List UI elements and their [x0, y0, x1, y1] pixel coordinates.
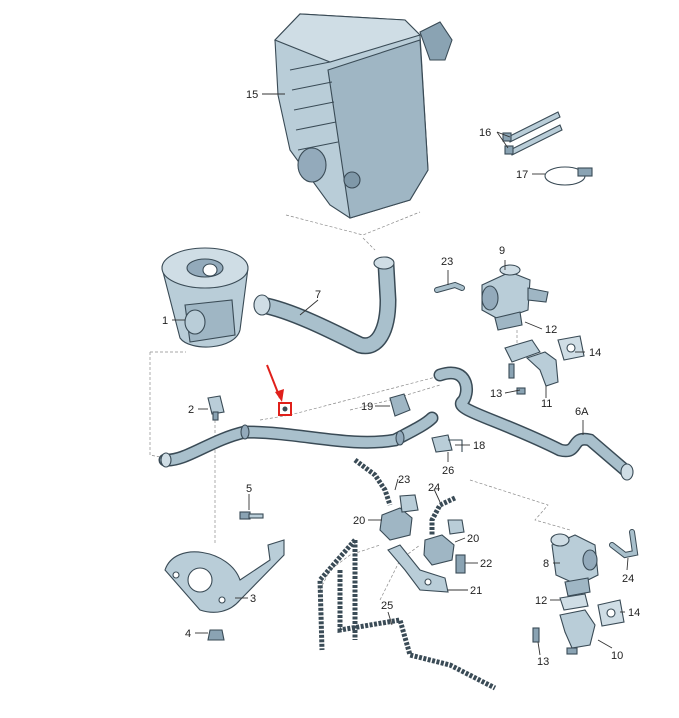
callout-1: 1 — [162, 315, 168, 327]
callout-9: 9 — [499, 245, 505, 257]
callout-19: 19 — [361, 401, 373, 413]
small-vacuum-hose-top-icon — [434, 281, 465, 293]
callout-23-mid: 23 — [398, 474, 410, 486]
secondary-air-hose-icon — [158, 411, 439, 468]
callout-3: 3 — [250, 593, 256, 605]
red-arrow-icon — [266, 364, 284, 402]
vacuum-line-icon — [317, 538, 497, 691]
callout-4: 4 — [185, 628, 191, 640]
callout-14-lower: 14 — [628, 607, 640, 619]
callout-13-lower: 13 — [537, 656, 549, 668]
callout-21: 21 — [470, 585, 482, 597]
callout-12-lower: 12 — [535, 595, 547, 607]
callout-6A: 6A — [575, 406, 589, 418]
air-filter-housing-icon — [274, 13, 453, 219]
valve-bracket-icon — [387, 544, 466, 593]
secondary-air-pump-icon — [161, 247, 249, 348]
connector-bracket-icon — [389, 393, 463, 453]
solenoid-valves-icon — [379, 494, 465, 566]
callout-2: 2 — [188, 404, 194, 416]
callout-13-top: 13 — [490, 388, 502, 400]
callout-10: 10 — [611, 650, 623, 662]
highlighted-clamp-icon[interactable] — [278, 402, 292, 416]
leader-lines — [172, 93, 629, 656]
callout-16: 16 — [479, 127, 491, 139]
callout-25: 25 — [381, 600, 393, 612]
bolt-icon — [239, 511, 264, 520]
callout-8: 8 — [543, 558, 549, 570]
combination-valve-lower-icon — [550, 533, 599, 597]
sensor-icon — [207, 395, 225, 421]
callout-12-top: 12 — [545, 324, 557, 336]
pipe-flange-top-icon — [504, 335, 585, 395]
pipe-flange-lower-icon — [532, 593, 625, 655]
small-hose-right-icon — [609, 529, 639, 559]
callout-24-mid: 24 — [428, 482, 440, 494]
vacuum-hoses-middle-icon — [353, 458, 457, 535]
intake-hose-icon — [253, 256, 397, 355]
pressure-hose-icon — [433, 366, 634, 481]
nut-icon — [207, 629, 225, 641]
callout-7: 7 — [315, 289, 321, 301]
combination-valve-icon — [481, 264, 549, 331]
callout-labels: 15 16 17 7 1 23 9 12 14 13 11 6A 19 18 2… — [162, 89, 640, 668]
callout-26: 26 — [442, 465, 454, 477]
callout-23-top: 23 — [441, 256, 453, 268]
callout-14-top: 14 — [589, 347, 601, 359]
hose-clamp-icon — [544, 166, 593, 186]
callout-17: 17 — [516, 169, 528, 181]
callout-20-right: 20 — [467, 533, 479, 545]
callout-11: 11 — [541, 398, 552, 410]
callout-24-right: 24 — [622, 573, 634, 585]
callout-20-left: 20 — [353, 515, 365, 527]
callout-5: 5 — [246, 483, 252, 495]
mounting-bracket-icon — [164, 539, 285, 613]
callout-18: 18 — [473, 440, 485, 452]
callout-15: 15 — [246, 89, 258, 101]
cable-ties-icon — [502, 111, 563, 156]
callout-22: 22 — [480, 558, 492, 570]
